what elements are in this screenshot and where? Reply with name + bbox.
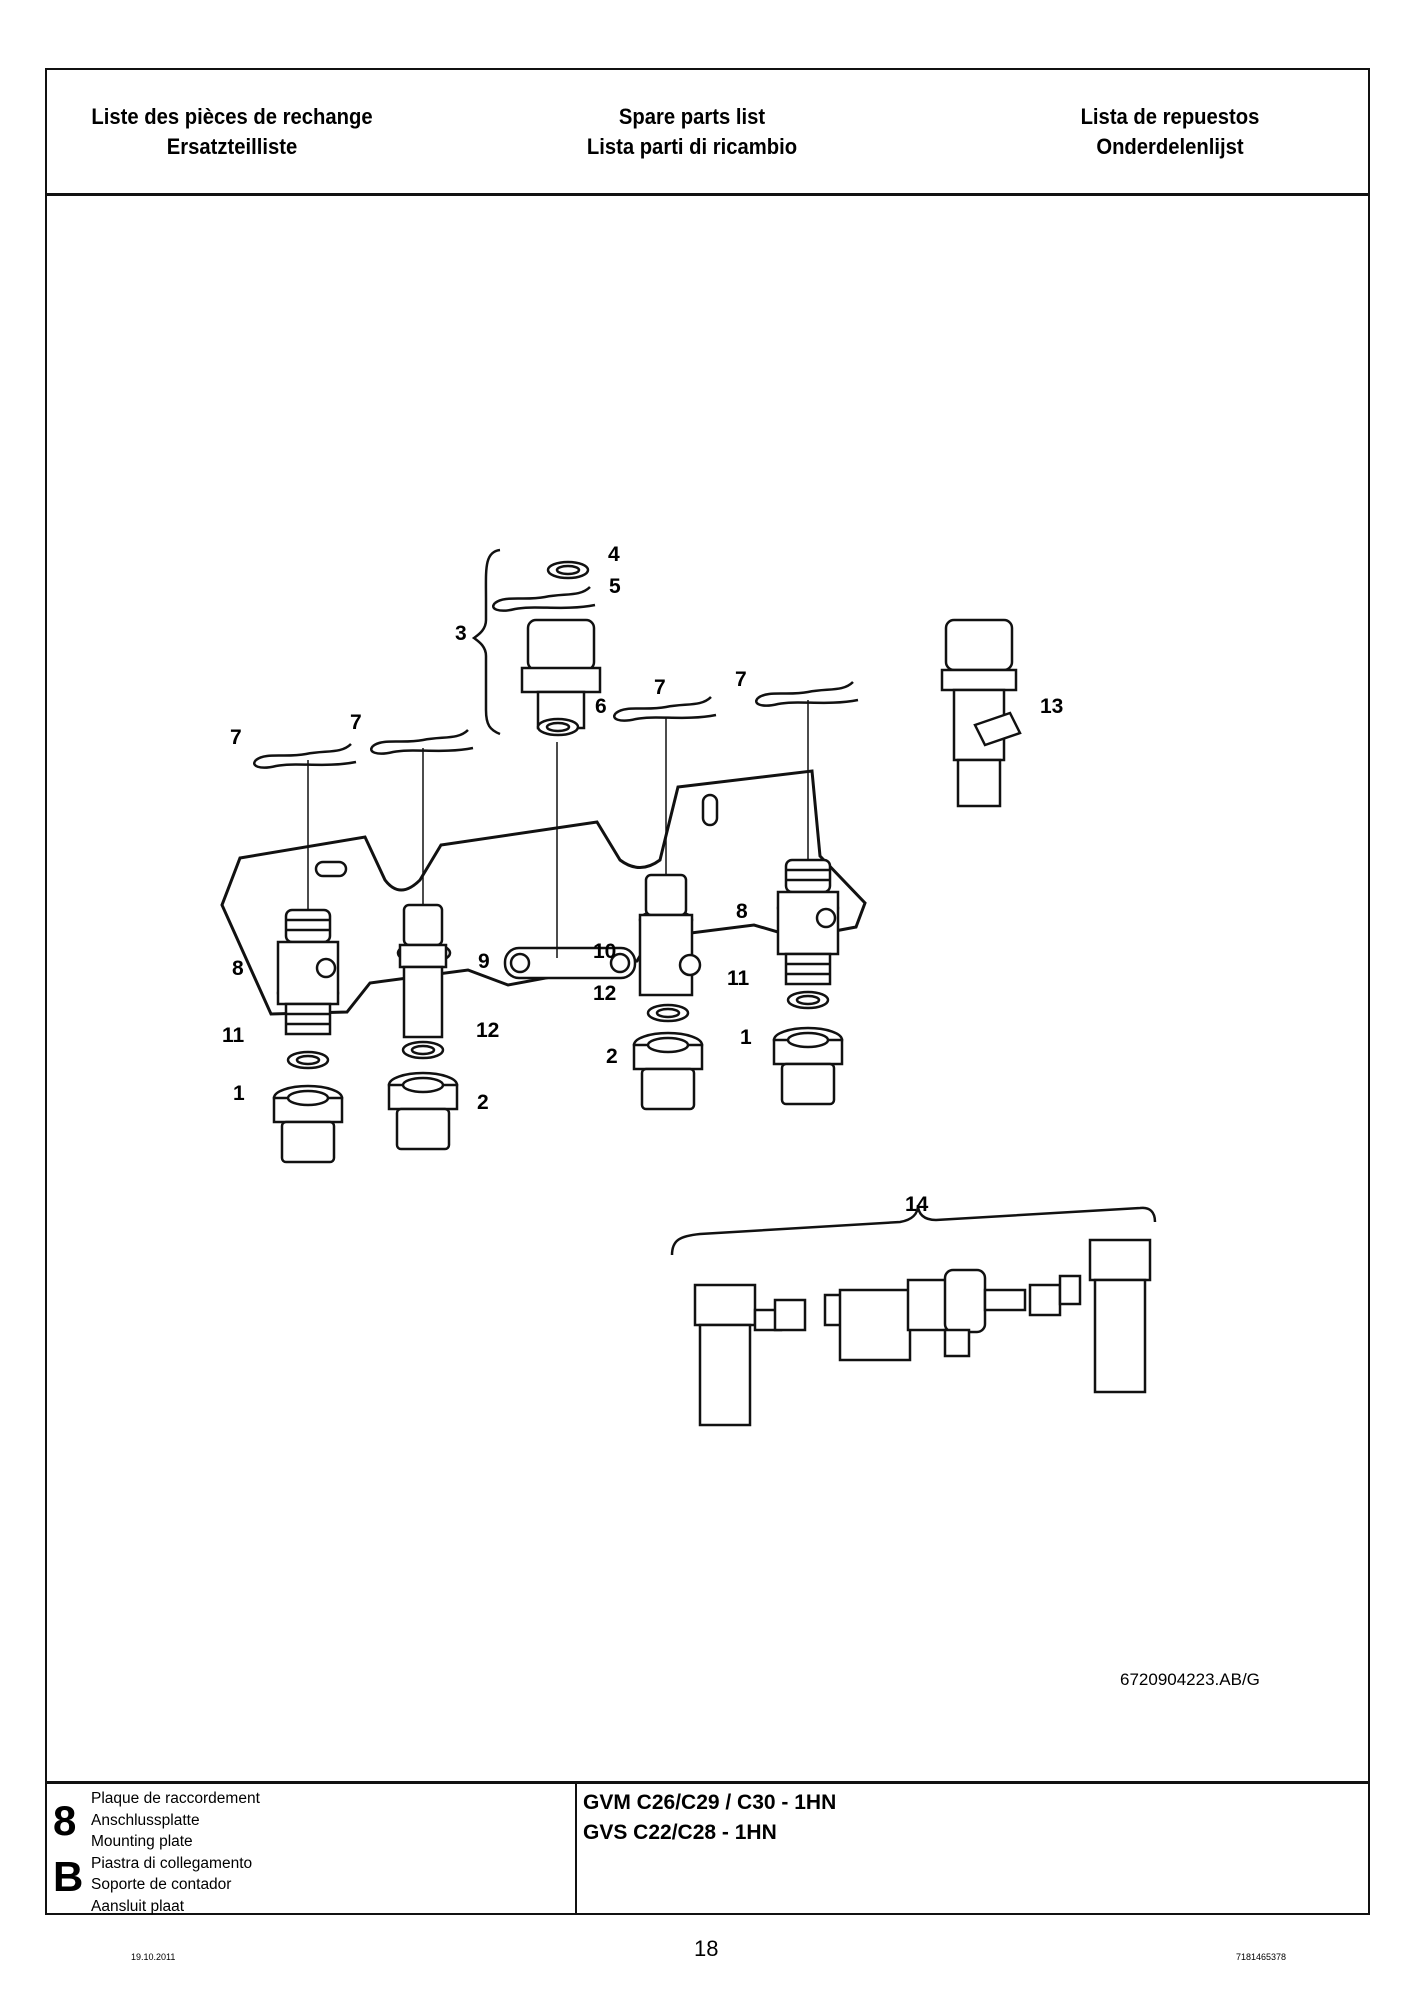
header-spanish-dutch: Lista de repuestos Onderdelenlijst (977, 102, 1363, 162)
callout-7: 7 (654, 676, 666, 699)
callout-11: 11 (727, 967, 750, 990)
nut-1 (272, 1084, 344, 1164)
drawing-reference: 6720904223.AB/G (1120, 1670, 1260, 1689)
title-es: Lista de repuestos (1080, 104, 1260, 129)
page-frame: Liste des pièces de rechange Ersatzteill… (45, 68, 1370, 1915)
print-date: 19.10.2011 (131, 1952, 176, 1962)
gas-valve-13 (940, 618, 1022, 808)
washer-4 (546, 560, 590, 580)
meter-assembly-14 (693, 1238, 1152, 1427)
callout-14: 14 (905, 1193, 929, 1216)
footer-box: 8 B Plaque de raccordement Anschlussplat… (47, 1781, 1368, 1915)
callout-8: 8 (736, 900, 748, 923)
section-title-fr: Plaque de raccordement (91, 1790, 260, 1807)
document-code: 7181465378 (1236, 1952, 1287, 1962)
washer-11 (786, 990, 830, 1010)
callout-5: 5 (609, 575, 621, 598)
callout-10: 10 (593, 940, 616, 963)
section-letter: B (53, 1853, 84, 1900)
section-title-nl: Aansluit plaat (91, 1897, 185, 1915)
assembly-brace (670, 1204, 1157, 1256)
callout-12: 12 (476, 1019, 499, 1042)
washer-11 (286, 1050, 330, 1070)
callout-2: 2 (606, 1045, 618, 1068)
section-title-en: Mounting plate (91, 1833, 193, 1850)
nut-2 (387, 1071, 459, 1151)
section-title-it: Piastra di collegamento (91, 1854, 253, 1872)
header-english-italian: Spare parts list Lista parti di ricambio (499, 102, 885, 162)
callout-11: 11 (222, 1024, 245, 1047)
callout-13: 13 (1040, 695, 1063, 718)
pipe-9 (398, 903, 448, 1039)
nut-1 (772, 1026, 844, 1106)
clip-7 (754, 680, 860, 707)
clip-7 (369, 728, 475, 755)
washer-12 (646, 1003, 690, 1023)
title-de: Ersatzteilliste (166, 134, 298, 159)
section-title-de: Anschlussplatte (91, 1811, 200, 1829)
ball-valve-8 (776, 858, 840, 986)
title-fr: Liste des pièces de rechange (91, 104, 373, 129)
footer-divider (575, 1784, 577, 1915)
callout-8: 8 (232, 957, 244, 980)
title-nl: Onderdelenlijst (1096, 134, 1244, 159)
nut-2 (632, 1031, 704, 1111)
callout-7: 7 (230, 726, 242, 749)
drain-valve-10 (638, 873, 702, 997)
callout-4: 4 (608, 543, 620, 566)
ball-valve-8 (276, 908, 340, 1036)
washer-6 (536, 717, 580, 737)
section-titles: Plaque de raccordement Anschlussplatte M… (91, 1788, 260, 1917)
group-brace (471, 548, 501, 736)
fitting-3 (520, 618, 602, 730)
callout-12: 12 (593, 982, 616, 1005)
callout-1: 1 (233, 1082, 245, 1105)
callout-labels: 4 5 3 6 7 7 7 7 13 8 8 9 10 12 12 11 11 … (222, 543, 1063, 1216)
model-list: GVM C26/C29 / C30 - 1HN GVS C22/C28 - 1H… (583, 1788, 836, 1848)
model-gvm: GVM C26/C29 / C30 - 1HN (583, 1791, 837, 1814)
callout-1: 1 (740, 1026, 752, 1049)
washer-12 (401, 1040, 445, 1060)
callout-7: 7 (350, 711, 362, 734)
callout-7: 7 (735, 668, 747, 691)
model-gvs: GVS C22/C28 - 1HN (583, 1821, 777, 1844)
clip-5 (491, 585, 597, 612)
page-number: 18 (694, 1936, 719, 1961)
clip-7 (612, 695, 718, 722)
section-number: 8 (53, 1797, 77, 1844)
section-title-es: Soporte de contador (91, 1876, 232, 1893)
clip-7 (252, 742, 358, 769)
title-en: Spare parts list (618, 104, 766, 129)
title-it: Lista parti di ricambio (586, 134, 798, 159)
header: Liste des pièces de rechange Ersatzteill… (47, 70, 1368, 196)
callout-3: 3 (455, 622, 467, 645)
callout-2: 2 (477, 1091, 489, 1114)
callout-6: 6 (595, 695, 607, 718)
header-french-german: Liste des pièces de rechange Ersatzteill… (39, 102, 425, 162)
callout-9: 9 (478, 950, 490, 973)
